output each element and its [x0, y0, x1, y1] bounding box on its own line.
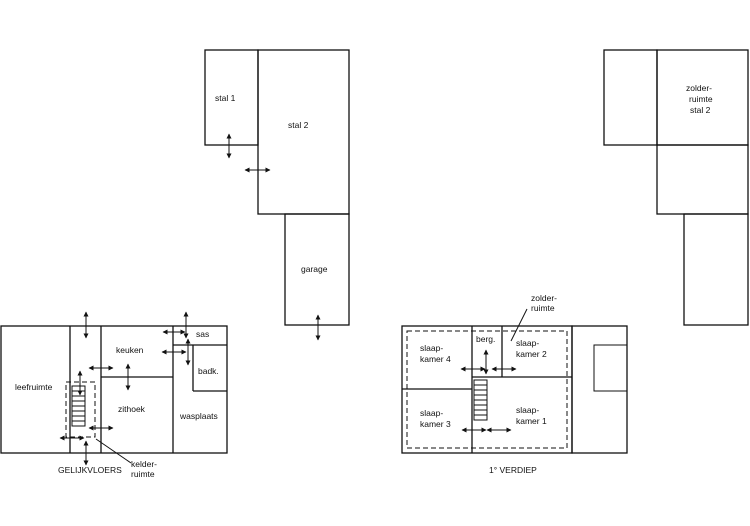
first-floor-plan: berg. slaap- kamer 2 slaap- kamer 4 slaa…: [401, 293, 628, 475]
label-leefruimte: leefruimte: [15, 382, 53, 392]
label-zolderruimte-line2: ruimte: [531, 303, 555, 313]
label-wasplaats: wasplaats: [179, 411, 218, 421]
barn-attic-plan: zolder- ruimte stal 2: [603, 49, 749, 326]
hatched-area: [683, 213, 749, 326]
label-zithoek: zithoek: [118, 404, 146, 414]
label-stal-1: stal 1: [215, 93, 236, 103]
label-zolderruimte-line1: zolder-: [531, 293, 557, 303]
label-zolderruimte-stal-2-line3: stal 2: [690, 105, 711, 115]
staircase: [473, 379, 488, 421]
label-stal-2: stal 2: [288, 120, 309, 130]
label-zolderruimte-stal-2-line1: zolder-: [686, 83, 712, 93]
label-slaapkamer-1-line1: slaap-: [516, 405, 539, 415]
label-zolderruimte-stal-2-line2: ruimte: [689, 94, 713, 104]
label-keuken: keuken: [116, 345, 144, 355]
zolderruimte-outline: [406, 330, 568, 449]
label-gelijkvloers: GELIJKVLOERS: [58, 465, 122, 475]
barn-plan: stal 1 stal 2 garage: [204, 49, 350, 341]
label-slaapkamer-4-line2: kamer 4: [420, 354, 451, 364]
label-slaapkamer-2-line1: slaap-: [516, 338, 539, 348]
label-kelderruimte-line2: ruimte: [131, 469, 155, 479]
label-slaapkamer-3-line1: slaap-: [420, 408, 443, 418]
label-verdiep: 1° VERDIEP: [489, 465, 537, 475]
ground-floor-plan: leefruimte keuken sas badk. zithoek wasp…: [0, 311, 228, 479]
label-sas: sas: [196, 329, 209, 339]
label-garage: garage: [301, 264, 328, 274]
label-slaapkamer-3-line2: kamer 3: [420, 419, 451, 429]
label-slaapkamer-2-line2: kamer 2: [516, 349, 547, 359]
label-slaapkamer-1-line2: kamer 1: [516, 416, 547, 426]
hatched-area: [603, 49, 658, 146]
staircase: [71, 385, 86, 427]
hatched-area: [656, 144, 749, 215]
ground-floor-outline: [0, 325, 228, 454]
room-stal-2: [257, 49, 350, 215]
leader-line: [510, 308, 528, 342]
label-badk: badk.: [198, 366, 219, 376]
label-kelderruimte-line1: kelder-: [131, 459, 157, 469]
label-slaapkamer-4-line1: slaap-: [420, 343, 443, 353]
leader-line: [95, 438, 132, 464]
label-berg: berg.: [476, 334, 495, 344]
